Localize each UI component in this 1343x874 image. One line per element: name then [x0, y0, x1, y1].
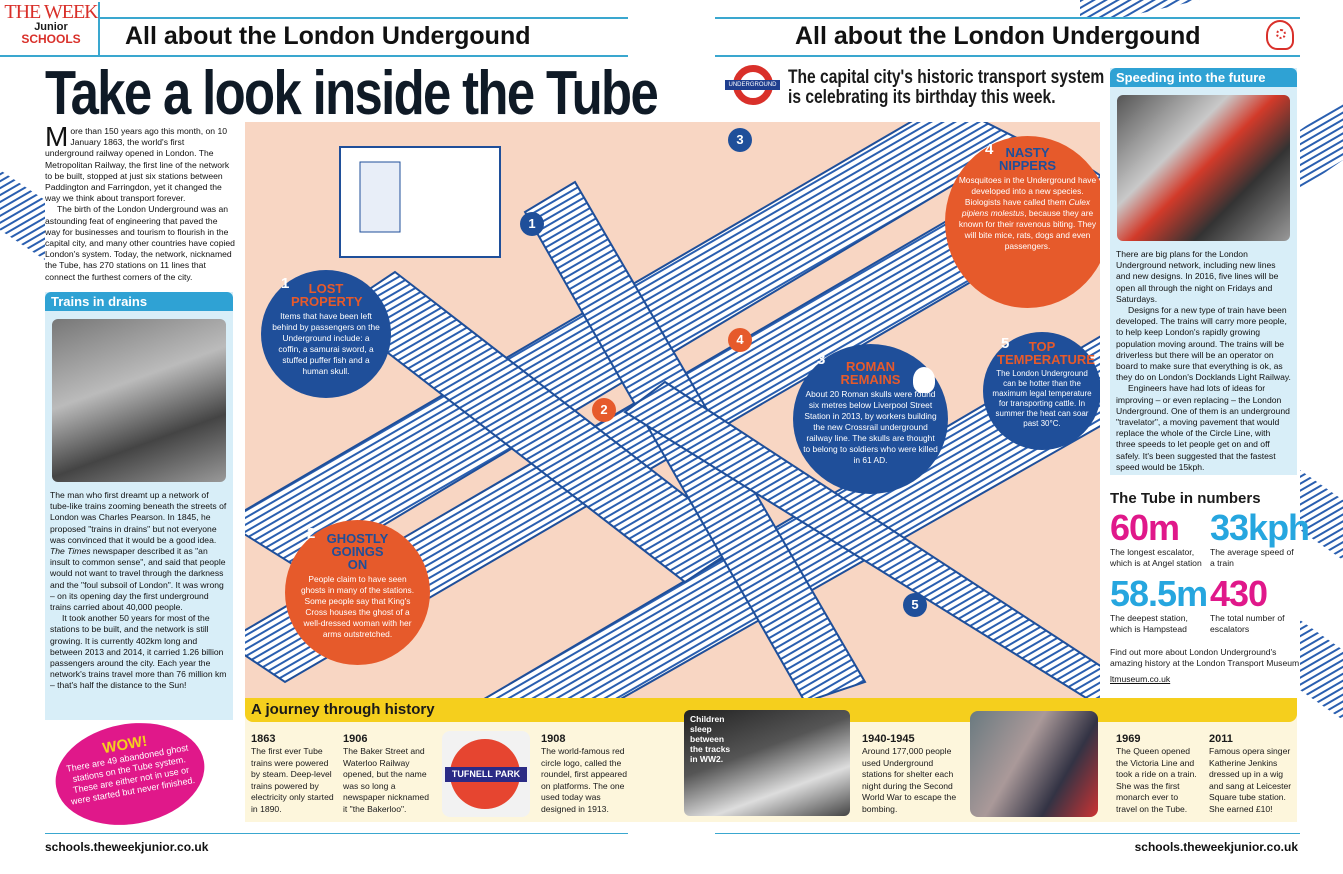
marker-2[interactable]: 2 [592, 398, 616, 422]
tube-cutaway-illustration: 1 2 3 4 5 1 LOST PROPERTY Items that hav… [245, 122, 1100, 698]
marker-1[interactable]: 1 [520, 212, 544, 236]
underground-entrance [359, 161, 401, 233]
tube-segment [1300, 100, 1343, 190]
new-train-photo [1117, 95, 1290, 241]
ww2-shelter-photo: Children sleep between the tracks in WW2… [684, 710, 850, 816]
tube-segment [1300, 470, 1343, 560]
subtitle: The capital city's historic transport sy… [788, 67, 1105, 108]
callout-ghostly-goings-on: 2 GHOSTLY GOINGS ON People claim to have… [285, 520, 430, 665]
the-week-junior-logo[interactable]: THE WEEK Junior SCHOOLS [4, 2, 100, 56]
callout-nasty-nippers: 4 NASTY NIPPERS Mosquitoes in the Underg… [945, 136, 1100, 308]
underground-roundel-icon: UNDERGROUND [725, 65, 780, 107]
future-heading: Speeding into the future [1110, 68, 1297, 87]
skull-icon [913, 367, 935, 393]
tufnell-park-roundel: TUFNELL PARK [442, 731, 530, 817]
historic-excavation-photo [52, 319, 226, 482]
header-title-left: All about the London Undergound [125, 22, 531, 50]
tube-segment [1080, 0, 1200, 18]
marker-5[interactable]: 5 [903, 593, 927, 617]
page-title: Take a look inside the Tube [45, 59, 659, 128]
marker-4[interactable]: 4 [728, 328, 752, 352]
footer-url-right[interactable]: schools.theweekjunior.co.uk [1134, 840, 1298, 854]
tube-segment [1300, 620, 1343, 720]
head-gear-icon [1266, 20, 1294, 50]
tunnels-drawing [245, 122, 1100, 698]
tunnel [623, 380, 1100, 698]
ltmuseum-link[interactable]: ltmuseum.co.uk [1110, 674, 1171, 684]
trains-in-drains-panel: Trains in drains The man who first dream… [45, 292, 233, 720]
trains-in-drains-heading: Trains in drains [45, 292, 233, 311]
footer-url-left[interactable]: schools.theweekjunior.co.uk [45, 840, 209, 854]
header-title-right: All about the London Undergound [795, 22, 1201, 50]
tube-segment [0, 170, 45, 260]
callout-lost-property: 1 LOST PROPERTY Items that have been lef… [261, 270, 391, 398]
marker-3[interactable]: 3 [728, 128, 752, 152]
speeding-into-future-panel: Speeding into the future There are big p… [1110, 68, 1297, 475]
queen-on-train-photo [970, 711, 1098, 817]
callout-top-temperature: 5 TOP TEMPERATURE The London Underground… [983, 332, 1100, 450]
